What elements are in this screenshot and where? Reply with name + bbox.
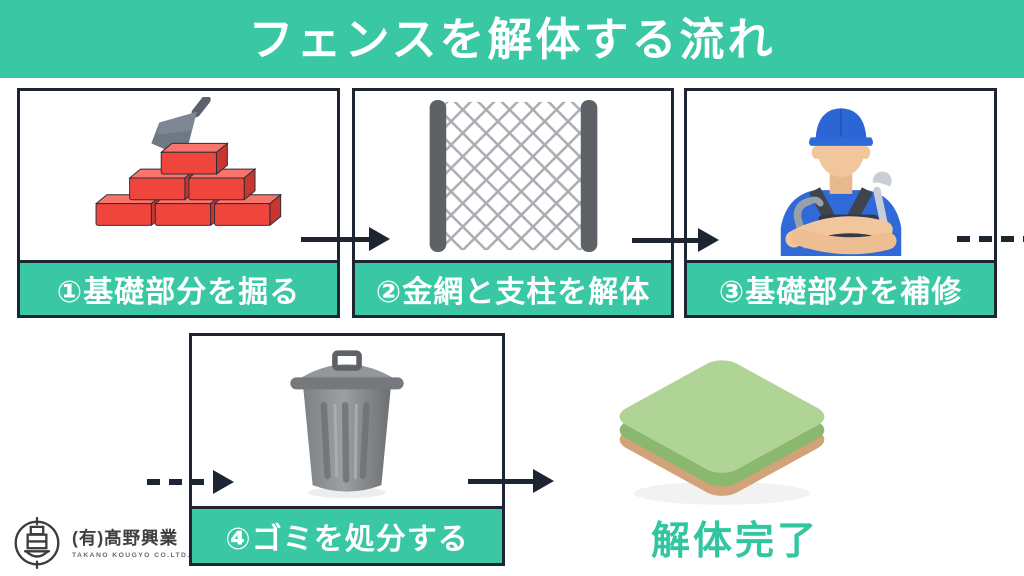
arrow-step2-to-step3 xyxy=(632,228,719,252)
page-title: フェンスを解体する流れ xyxy=(248,13,776,65)
company-name-en: TAKANO KOUGYO CO.LTD. xyxy=(72,551,191,559)
arrow-shaft xyxy=(301,236,369,242)
brick-stack-trowel-icon xyxy=(94,96,283,226)
arrow-shaft xyxy=(632,237,698,243)
arrow-step3-wrap-right xyxy=(957,236,1024,242)
step-3-label: ③基礎部分を補修 xyxy=(687,260,994,315)
header-banner: フェンスを解体する流れ xyxy=(0,0,1024,78)
company-logo: (有)髙野興業 TAKANO KOUGYO CO.LTD. xyxy=(10,516,191,570)
step-box-3: ③基礎部分を補修 xyxy=(684,88,997,318)
step-1-label: ①基礎部分を掘る xyxy=(20,260,337,315)
arrow-head xyxy=(369,227,390,251)
step-4-image-area xyxy=(192,336,502,506)
step-3-image-area xyxy=(687,91,994,260)
step-box-4: ④ゴミを処分する xyxy=(189,333,505,566)
step-box-1: ①基礎部分を掘る xyxy=(17,88,340,318)
worker-icon xyxy=(780,107,901,256)
arrow-dashed-shaft xyxy=(957,236,1024,242)
arrow-wrap-to-step4 xyxy=(147,470,234,494)
step-1-image-area xyxy=(20,91,337,260)
arrow-head xyxy=(533,469,554,493)
arrow-head xyxy=(698,228,719,252)
arrow-step1-to-step2 xyxy=(301,227,390,251)
step-box-2: ②金網と支柱を解体 xyxy=(352,88,674,318)
company-name: (有)髙野興業 xyxy=(72,527,179,548)
takano-emblem-icon xyxy=(14,516,60,570)
step-2-image-area xyxy=(355,91,671,260)
step-2-label: ②金網と支柱を解体 xyxy=(355,260,671,315)
completion-illustration xyxy=(588,340,856,527)
step-4-label: ④ゴミを処分する xyxy=(192,506,502,563)
arrow-head xyxy=(213,470,234,494)
arrow-shaft xyxy=(468,478,533,484)
chain-link-fence-icon xyxy=(429,99,597,252)
arrow-dashed-shaft xyxy=(147,479,213,485)
logo-text: (有)髙野興業 TAKANO KOUGYO CO.LTD. xyxy=(72,528,191,559)
arrow-step4-to-complete xyxy=(468,469,554,493)
completion-label: 解体完了 xyxy=(650,520,819,563)
trash-can-icon xyxy=(290,350,404,499)
green-ground-slab-icon xyxy=(619,360,825,505)
